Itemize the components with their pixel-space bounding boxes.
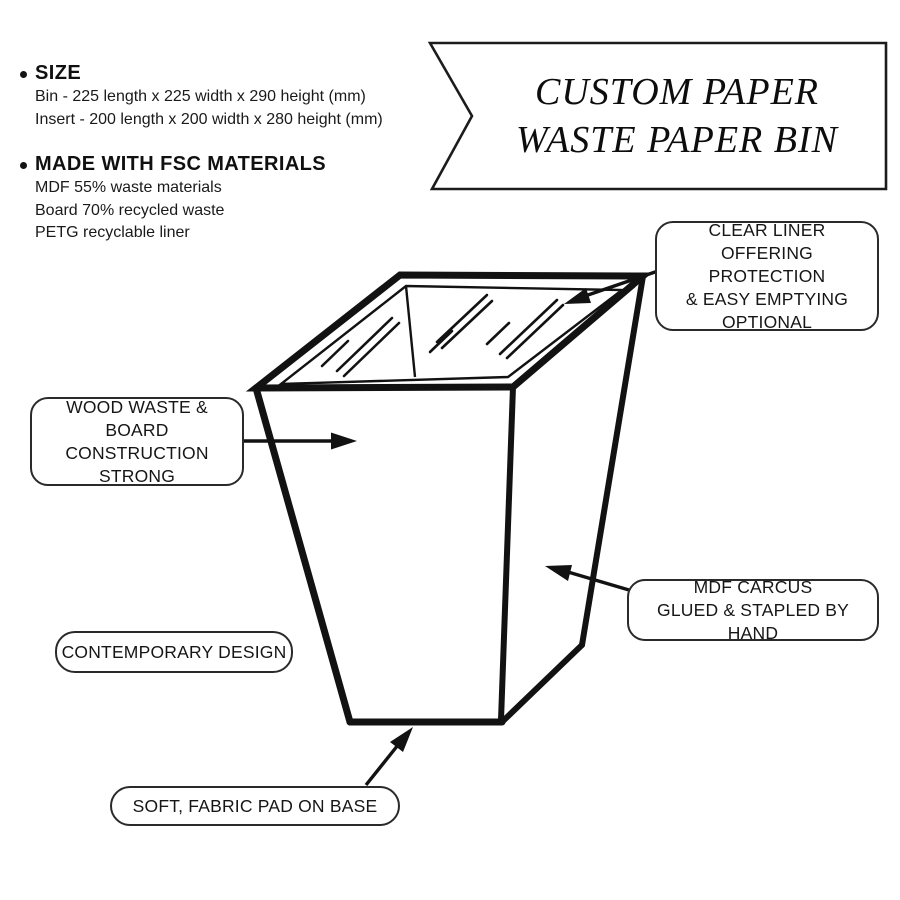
dot-bullet-icon xyxy=(20,71,27,78)
materials-line-board: Board 70% recycled waste xyxy=(35,201,225,219)
bin-rim-inner-edge xyxy=(277,284,626,386)
dot-bullet-icon xyxy=(20,162,27,169)
spec-text-block: SIZE Bin - 225 length x 225 width x 290 … xyxy=(20,60,440,265)
banner-ribbon-shape xyxy=(427,41,888,191)
callout-wood-waste-line3: STRONG xyxy=(98,465,176,486)
callout-clear-liner-line1: CLEAR LINER xyxy=(708,219,826,240)
callout-clear-liner-line3: & EASY EMPTYING xyxy=(685,288,849,309)
callout-contemporary-design-line1: CONTEMPORARY DESIGN xyxy=(61,641,287,662)
callout-clear-liner-line4: OPTIONAL xyxy=(721,311,813,332)
liner-shine-lines xyxy=(320,293,565,378)
callout-fabric-pad: SOFT, FABRIC PAD ON BASE xyxy=(110,786,400,826)
size-line-bin: Bin - 225 length x 225 width x 290 heigh… xyxy=(35,88,366,105)
size-line-insert: Insert - 200 length x 200 width x 280 he… xyxy=(35,110,383,128)
callout-clear-liner: CLEAR LINER OFFERING PROTECTION & EASY E… xyxy=(655,219,879,332)
mdf-arrow xyxy=(545,565,630,592)
banner-title-line2: WASTE PAPER BIN xyxy=(516,119,838,161)
callout-wood-waste: WOOD WASTE & BOARD CONSTRUCTION STRONG xyxy=(30,397,244,486)
callout-mdf-carcus-line2: GLUED & STAPLED BY HAND xyxy=(657,599,849,643)
callout-clear-liner-line2: OFFERING PROTECTION xyxy=(708,242,826,286)
callout-wood-waste-line1: WOOD WASTE & BOARD xyxy=(66,396,208,440)
callout-wood-waste-line2: CONSTRUCTION xyxy=(65,442,209,463)
materials-line-petg: PETG recyclable liner xyxy=(35,224,190,241)
materials-line-mdf: MDF 55% waste materials xyxy=(35,179,222,196)
size-section: SIZE Bin - 225 length x 225 width x 290 … xyxy=(20,60,440,131)
callout-mdf-carcus-line1: MDF CARCUS xyxy=(693,576,813,597)
clear-liner-arrow xyxy=(564,269,659,304)
callout-fabric-pad-line1: SOFT, FABRIC PAD ON BASE xyxy=(132,795,378,816)
banner-title: CUSTOM PAPER WASTE PAPER BIN xyxy=(474,66,880,166)
size-heading: SIZE xyxy=(35,62,82,84)
fabric-pad-arrow xyxy=(364,727,413,787)
wood-waste-arrow xyxy=(244,432,357,450)
materials-section: MADE WITH FSC MATERIALS MDF 55% waste ma… xyxy=(20,151,440,245)
callout-mdf-carcus: MDF CARCUS GLUED & STAPLED BY HAND xyxy=(627,576,879,643)
banner-title-line1: CUSTOM PAPER xyxy=(535,71,819,113)
materials-heading: MADE WITH FSC MATERIALS xyxy=(35,153,327,175)
callout-contemporary-design: CONTEMPORARY DESIGN xyxy=(55,631,293,673)
